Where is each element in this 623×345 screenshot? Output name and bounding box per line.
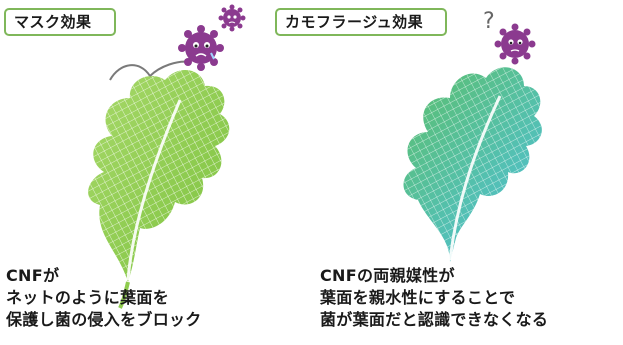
mask-effect-panel: マスク効果 bbox=[0, 0, 300, 345]
camouflage-effect-caption: CNFの両親媒性が 葉面を親水性にすることで 菌が葉面だと認識できなくなる bbox=[320, 265, 548, 331]
question-mark-icon: ? bbox=[483, 9, 495, 34]
camouflage-effect-title: カモフラージュ効果 bbox=[275, 8, 447, 36]
hydrophilic-leaf bbox=[403, 67, 542, 262]
confused-germ-icon bbox=[494, 23, 536, 65]
camouflage-effect-panel: カモフラージュ効果 ? bbox=[275, 0, 623, 345]
leaf-with-net bbox=[88, 69, 230, 309]
caption-line: CNFの両親媒性が bbox=[320, 266, 455, 285]
mask-effect-caption: CNFが ネットのように葉面を 保護し菌の侵入をブロック bbox=[6, 265, 202, 331]
germ-icon bbox=[178, 25, 224, 71]
caption-line: ネットのように葉面を bbox=[6, 288, 170, 307]
mask-effect-illustration bbox=[88, 4, 246, 309]
caption-line: 菌が葉面だと認識できなくなる bbox=[320, 310, 549, 329]
caption-line: CNFが bbox=[6, 266, 60, 285]
caption-line: 保護し菌の侵入をブロック bbox=[6, 310, 202, 329]
mask-effect-title: マスク効果 bbox=[4, 8, 116, 36]
small-germ-icon bbox=[218, 4, 246, 32]
camouflage-effect-illustration: ? bbox=[403, 9, 542, 262]
caption-line: 葉面を親水性にすることで bbox=[320, 288, 516, 307]
